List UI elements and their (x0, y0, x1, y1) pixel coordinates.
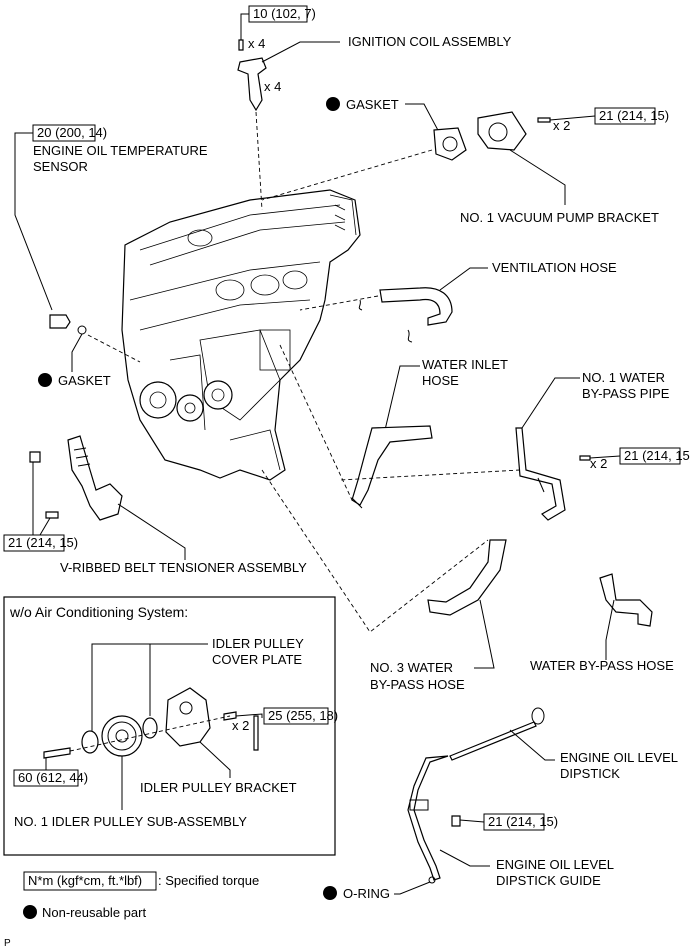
nonreusable-dot-gasket-top (326, 97, 340, 111)
label-water-bypass: WATER BY-PASS HOSE (530, 658, 674, 673)
nonreusable-dot-gasket-left (38, 373, 52, 387)
legend-torque-desc: : Specified torque (158, 873, 259, 888)
label-cover-plate-1: IDLER PULLEY (212, 636, 304, 651)
torque-idler-bracket: 25 (255, 18) (268, 708, 338, 723)
torque-vacuum-bracket: 21 (214, 15) (599, 108, 669, 123)
qty-ignition-coil: x 4 (264, 79, 281, 94)
label-dipstick-2: DIPSTICK (560, 766, 620, 781)
label-bypass-pipe-1: NO. 1 WATER (582, 370, 665, 385)
bypass-pipe-bolt-icon (579, 455, 591, 461)
ventilation-hose-icon (379, 287, 453, 326)
label-water-inlet-2: HOSE (422, 373, 459, 388)
vacuum-pump-group: GASKET x 2 21 (214, 15) NO. 1 VACUUM PUM… (261, 97, 669, 225)
torque-box-dipstick-guide (483, 813, 545, 831)
oil-temp-sensor-icon (49, 314, 71, 329)
legend-nonreusable-dot (23, 905, 37, 919)
tensioner-bolt-top-icon (29, 451, 41, 463)
label-oil-temp-sensor-2: SENSOR (33, 159, 88, 174)
label-gasket-left: GASKET (58, 373, 111, 388)
torque-box-bypass (619, 447, 681, 465)
legend-nonreusable: Non-reusable part (42, 905, 146, 920)
water-bypass-hose-group: WATER BY-PASS HOSE (530, 573, 674, 673)
label-o-ring: O-RING (343, 886, 390, 901)
guide-bolt-icon (451, 815, 461, 827)
torque-box-idler-bracket (263, 707, 329, 725)
label-no3-bypass-1: NO. 3 WATER (370, 660, 453, 675)
label-dipstick-1: ENGINE OIL LEVEL (560, 750, 678, 765)
ventilation-hose-group: VENTILATION HOSE (299, 260, 617, 343)
belt-tensioner-icon (67, 435, 123, 521)
legend-torque-box (23, 871, 157, 891)
ignition-bolt-icon (238, 39, 244, 51)
torque-ignition-bolt: 10 (102, 7) (253, 6, 316, 21)
nonreusable-dot-o-ring (323, 886, 337, 900)
label-water-inlet-1: WATER INLET (422, 357, 508, 372)
dipstick-handle-icon (531, 707, 545, 725)
label-vacuum-bracket: NO. 1 VACUUM PUMP BRACKET (460, 210, 659, 225)
cover-plate-front-icon (81, 730, 99, 754)
qty-bypass-pipe: x 2 (590, 456, 607, 471)
torque-oil-temp-sensor: 20 (200, 14) (37, 125, 107, 140)
label-cover-plate-2: COVER PLATE (212, 652, 302, 667)
qty-vacuum-bracket: x 2 (553, 118, 570, 133)
label-ventilation-hose: VENTILATION HOSE (492, 260, 617, 275)
gasket-top-icon (433, 127, 467, 161)
vacuum-bracket-icon (477, 111, 527, 151)
inset-no-ac: w/o Air Conditioning System: IDLER PULLE… (3, 596, 338, 856)
idler-bracket-bolt-long-icon (253, 715, 259, 751)
engine-block (121, 189, 361, 481)
label-idler-pulley: NO. 1 IDLER PULLEY SUB-ASSEMBLY (14, 814, 247, 829)
torque-box-vacuum (594, 107, 656, 125)
label-bypass-pipe-2: BY-PASS PIPE (582, 386, 670, 401)
idler-bracket-icon (165, 687, 211, 747)
label-dipstick-guide-2: DIPSTICK GUIDE (496, 873, 601, 888)
idler-pulley-bolt-icon (43, 747, 71, 759)
belt-tensioner-group: 21 (214, 15) V-RIBBED BELT TENSIONER ASS… (3, 435, 307, 575)
no3-bypass-hose-icon (427, 539, 507, 616)
label-idler-bracket: IDLER PULLEY BRACKET (140, 780, 297, 795)
ignition-coil-icon (237, 57, 267, 112)
gasket-left-icon (77, 325, 87, 335)
vacuum-bracket-bolt-icon (537, 117, 551, 123)
inset-title: w/o Air Conditioning System: (9, 604, 188, 620)
label-oil-temp-sensor-1: ENGINE OIL TEMPERATURE (33, 143, 208, 158)
label-ignition-coil: IGNITION COIL ASSEMBLY (348, 34, 512, 49)
label-gasket-top: GASKET (346, 97, 399, 112)
oil-temp-sensor-group: 20 (200, 14) ENGINE OIL TEMPERATURE SENS… (14, 124, 208, 388)
legend-torque-key: N*m (kgf*cm, ft.*lbf) (28, 873, 142, 888)
label-belt-tensioner: V-RIBBED BELT TENSIONER ASSEMBLY (60, 560, 307, 575)
legend: N*m (kgf*cm, ft.*lbf) : Specified torque… (4, 871, 259, 949)
qty-ignition-bolt: x 4 (248, 36, 265, 51)
torque-box-tensioner (3, 534, 65, 552)
water-inlet-hose-icon (351, 425, 433, 506)
water-bypass-hose-icon (599, 573, 653, 627)
tensioner-bolt-bottom-icon (45, 511, 59, 519)
bypass-pipe-group: NO. 1 WATER BY-PASS PIPE x 2 21 (214, 15… (339, 370, 690, 521)
torque-dipstick-guide: 21 (214, 15) (488, 814, 558, 829)
qty-idler-bracket: x 2 (232, 718, 249, 733)
torque-box-idler-pulley (13, 769, 79, 787)
torque-bypass-pipe: 21 (214, 15) (624, 448, 690, 463)
dipstick-icon (449, 721, 537, 761)
inset-frame (3, 596, 336, 856)
dipstick-group: ENGINE OIL LEVEL DIPSTICK 21 (214, 15) E… (323, 707, 678, 901)
label-dipstick-guide-1: ENGINE OIL LEVEL (496, 857, 614, 872)
ignition-coil-group: 10 (102, 7) x 4 IGNITION COIL ASSEMBLY x… (237, 5, 512, 211)
no3-bypass-hose-group: NO. 3 WATER BY-PASS HOSE (261, 469, 507, 692)
water-inlet-hose-group: WATER INLET HOSE (279, 344, 508, 509)
label-no3-bypass-2: BY-PASS HOSE (370, 677, 465, 692)
o-ring-icon (428, 876, 436, 884)
bypass-pipe-icon (515, 427, 566, 521)
torque-tensioner: 21 (214, 15) (8, 535, 78, 550)
dipstick-guide-icon (407, 755, 449, 881)
cover-plate-back-icon (142, 717, 158, 739)
footer-mark: P (4, 938, 11, 949)
torque-idler-pulley: 60 (612, 44) (18, 770, 88, 785)
